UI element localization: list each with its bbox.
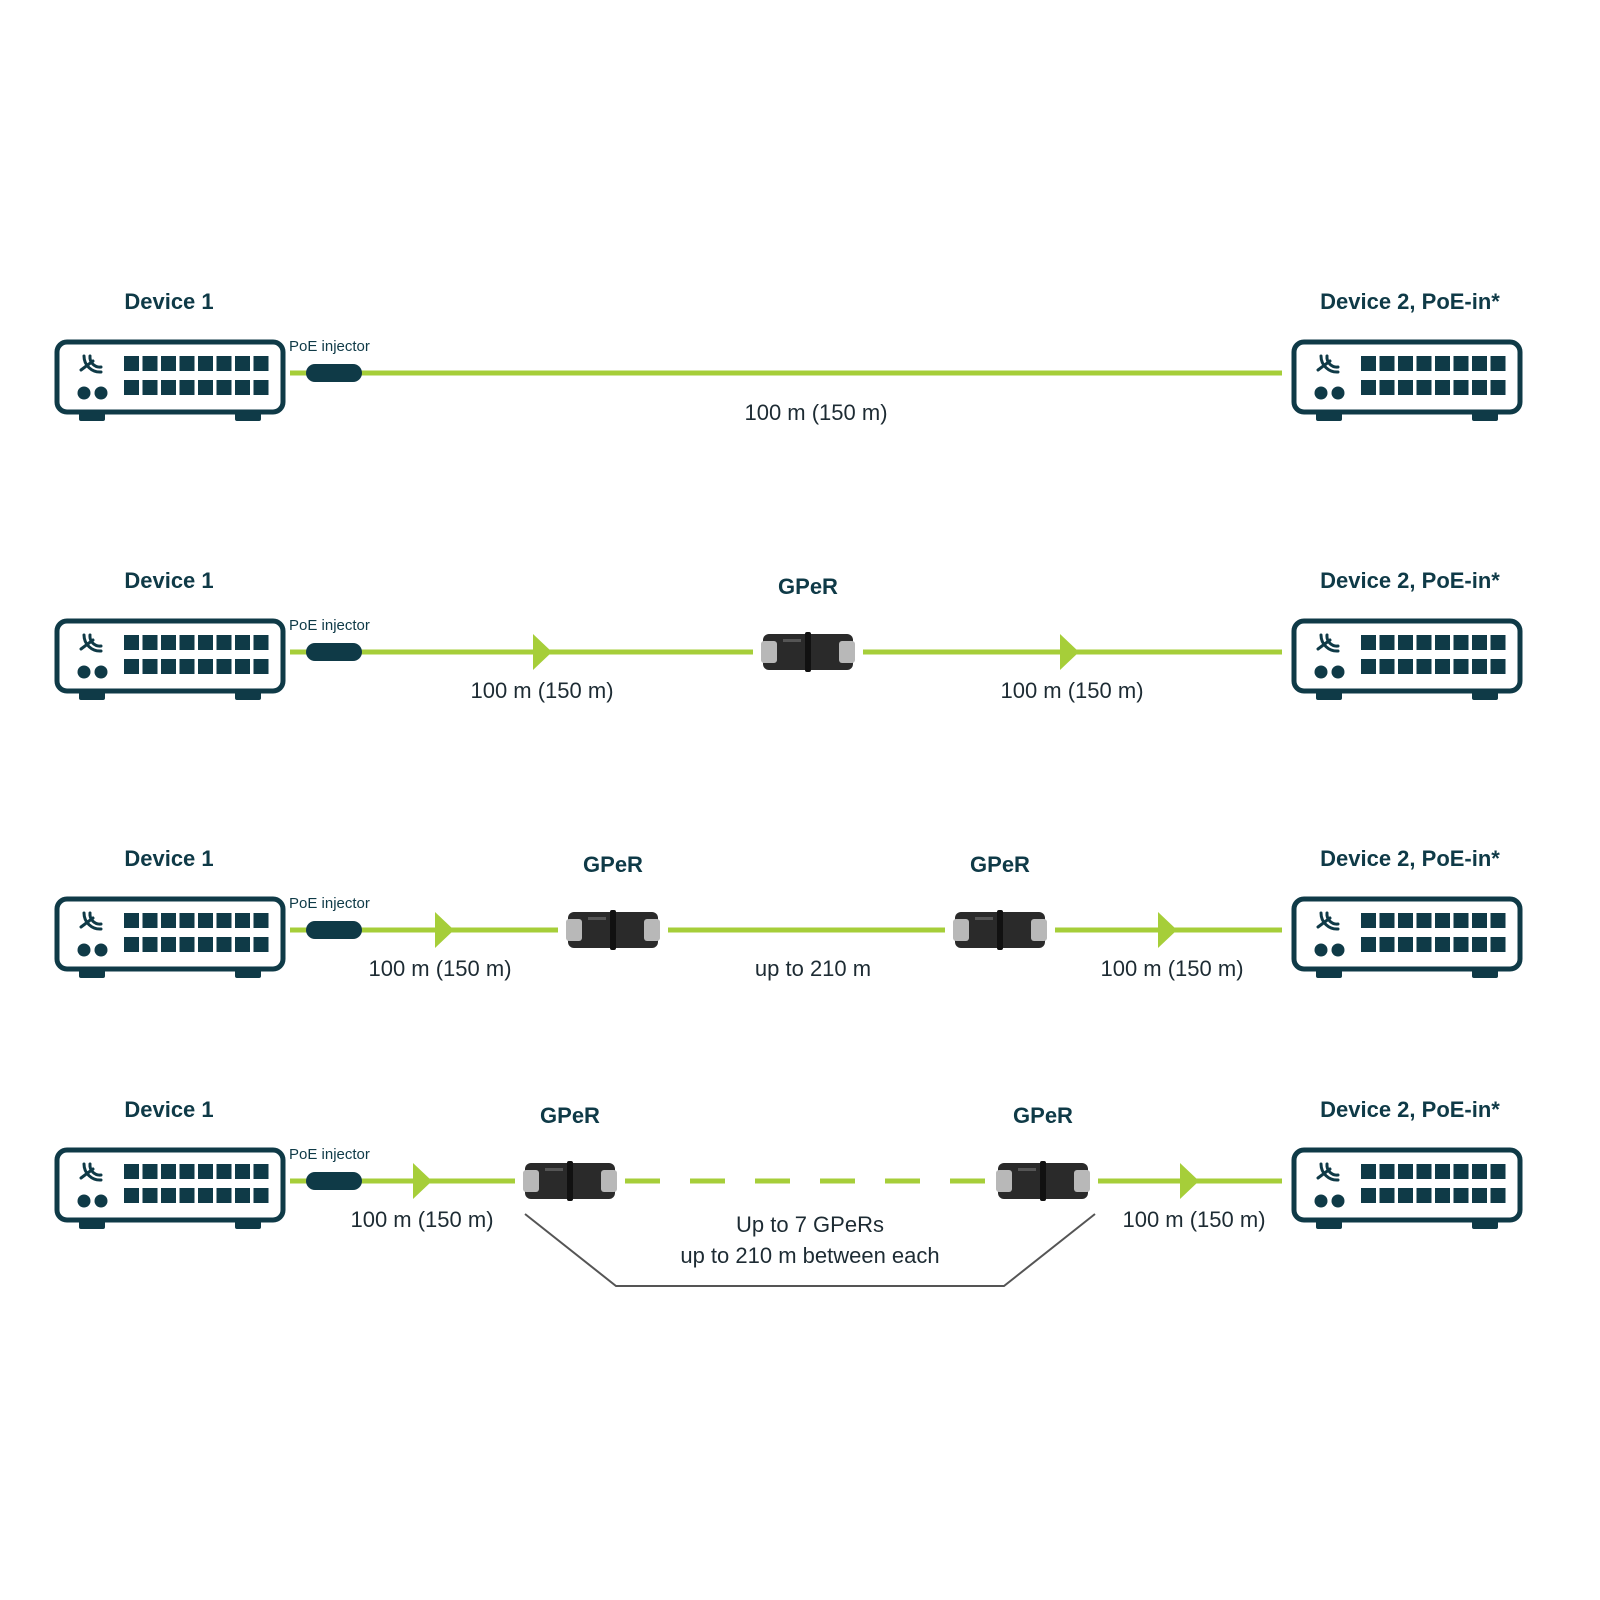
poe-injector-label: PoE injector [289,895,370,912]
device-1-label: Device 1 [124,289,213,314]
gper-chain-bracket: Up to 7 GPeRs up to 210 m between each [524,1212,1096,1287]
device-1-switch-icon [54,1147,286,1229]
scenario-1: Device 1 Device 2, PoE-in* PoE injector 100… [54,289,1523,425]
device-1-label: Device 1 [124,568,213,593]
poe-injector-icon [306,921,362,939]
poe-injector-icon [306,643,362,661]
gper-label: GPeR [1013,1103,1073,1128]
distance-label: up to 210 m [755,956,871,981]
poe-injector-icon [306,1172,362,1190]
device-1-switch-icon [54,339,286,421]
direction-arrow-icon [1158,912,1177,948]
gper-repeater-icon [523,1161,617,1201]
gper-repeater-icon [761,632,855,672]
device-2-label: Device 2, PoE-in* [1320,289,1500,314]
distance-label: 100 m (150 m) [350,1207,493,1232]
gper-label: GPeR [970,852,1030,877]
gper-repeater-icon [996,1161,1090,1201]
scenario-3: GPeR GPeR Device 1 Device 2, PoE-in* PoE inj… [54,846,1523,981]
distance-label: 100 m (150 m) [368,956,511,981]
poe-injector-label: PoE injector [289,1146,370,1163]
device-2-label: Device 2, PoE-in* [1320,568,1500,593]
gper-repeater-icon [566,910,660,950]
gper-label: GPeR [540,1103,600,1128]
device-2-switch-icon [1291,618,1523,700]
direction-arrow-icon [533,634,552,670]
device-1-switch-icon [54,618,286,700]
poe-injector-label: PoE injector [289,617,370,634]
gper-repeater-icon [953,910,1047,950]
distance-label: 100 m (150 m) [1122,1207,1265,1232]
direction-arrow-icon [1180,1163,1199,1199]
scenario-4: GPeR GPeR Device 1 Device 2, PoE-in* PoE inj… [54,1097,1523,1287]
device-2-switch-icon [1291,896,1523,978]
device-2-switch-icon [1291,1147,1523,1229]
bracket-line-2: up to 210 m between each [680,1243,939,1268]
direction-arrow-icon [413,1163,432,1199]
distance-label: 100 m (150 m) [1100,956,1243,981]
poe-injector-icon [306,364,362,382]
gper-label: GPeR [778,574,838,599]
bracket-line-1: Up to 7 GPeRs [736,1212,884,1237]
gper-label: GPeR [583,852,643,877]
distance-label: 100 m (150 m) [470,678,613,703]
direction-arrow-icon [1060,634,1079,670]
device-2-switch-icon [1291,339,1523,421]
distance-label: 100 m (150 m) [744,400,887,425]
poe-injector-label: PoE injector [289,338,370,355]
direction-arrow-icon [435,912,454,948]
device-1-label: Device 1 [124,846,213,871]
distance-label: 100 m (150 m) [1000,678,1143,703]
device-2-label: Device 2, PoE-in* [1320,1097,1500,1122]
device-1-label: Device 1 [124,1097,213,1122]
device-1-switch-icon [54,896,286,978]
device-2-label: Device 2, PoE-in* [1320,846,1500,871]
scenario-2: GPeR Device 1 Device 2, PoE-in* PoE injecto… [54,568,1523,703]
